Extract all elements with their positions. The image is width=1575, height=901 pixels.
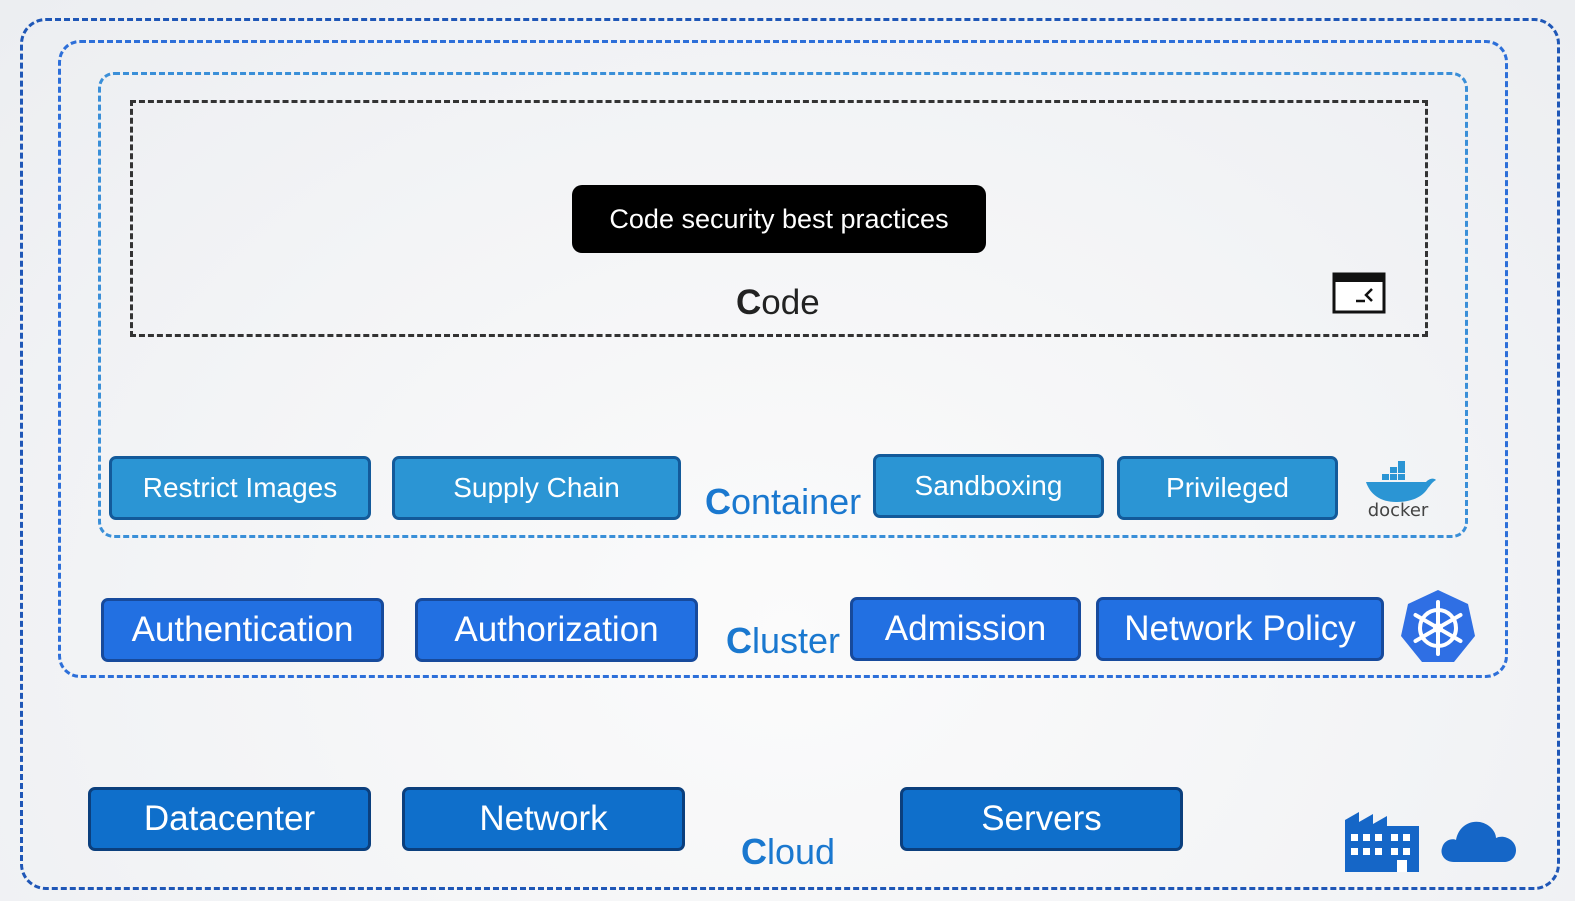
datacenter-box: Datacenter xyxy=(88,787,371,851)
authorization-box: Authorization xyxy=(415,598,698,662)
building-icon xyxy=(1345,812,1419,872)
cloud-layer-border xyxy=(20,18,1560,890)
docker-icon: docker xyxy=(1366,461,1436,521)
cluster-layer-label: Cluster xyxy=(726,620,841,661)
authentication-box: Authentication xyxy=(101,598,384,662)
kubernetes-helm-icon xyxy=(1401,590,1475,662)
cloud-icon xyxy=(1441,821,1516,862)
code-security-callout: Code security best practices xyxy=(572,185,986,253)
servers-box: Servers xyxy=(900,787,1183,851)
supply-chain-box: Supply Chain xyxy=(392,456,681,520)
cluster-layer-border xyxy=(58,40,1508,678)
sandboxing-box: Sandboxing xyxy=(873,454,1104,518)
container-layer-label: Container xyxy=(705,481,862,522)
code-layer-border xyxy=(130,100,1428,337)
cloud-layer-label: Cloud xyxy=(741,831,836,872)
callout-text: Code security best practices xyxy=(609,203,949,234)
code-layer-label: Code xyxy=(736,283,820,322)
privileged-box: Privileged xyxy=(1117,456,1338,520)
container-layer-border xyxy=(98,72,1468,538)
docker-wordmark: docker xyxy=(1368,500,1429,521)
network-box: Network xyxy=(402,787,685,851)
network-policy-box: Network Policy xyxy=(1096,597,1384,661)
restrict-images-box: Restrict Images xyxy=(109,456,371,520)
admission-box: Admission xyxy=(850,597,1081,661)
terminal-window-icon xyxy=(1332,272,1386,314)
